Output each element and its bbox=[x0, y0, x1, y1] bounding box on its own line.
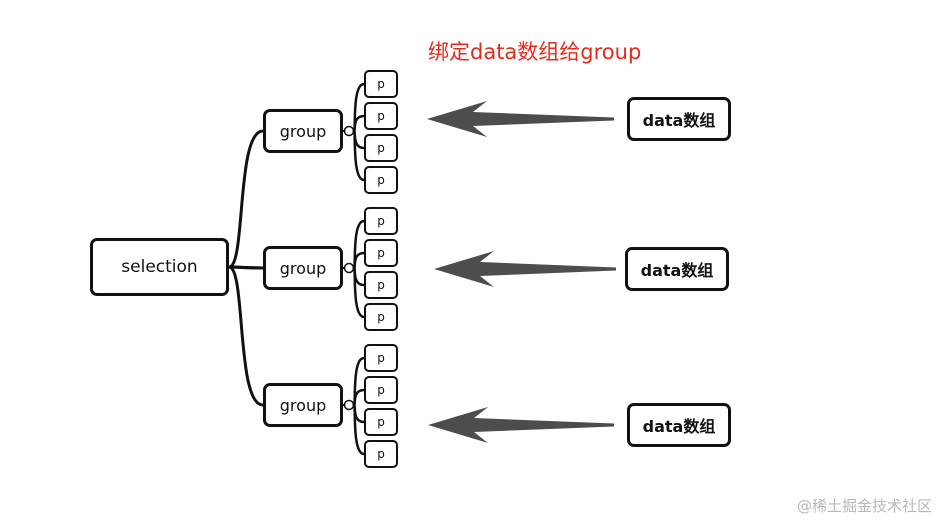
p-node: p bbox=[364, 440, 398, 468]
p-label: p bbox=[377, 109, 385, 123]
p-connector bbox=[352, 129, 366, 182]
root-connector bbox=[227, 265, 265, 407]
data-array-node: data数组 bbox=[625, 247, 729, 291]
connectors bbox=[227, 82, 366, 456]
p-node: p bbox=[364, 408, 398, 436]
watermark: @稀土掘金技术社区 bbox=[796, 497, 932, 515]
p-label: p bbox=[377, 246, 385, 260]
p-node: p bbox=[364, 70, 398, 98]
diagram-title: 绑定data数组给group bbox=[428, 40, 642, 64]
p-node: p bbox=[364, 376, 398, 404]
p-node: p bbox=[364, 207, 398, 235]
p-node: p bbox=[364, 134, 398, 162]
data-array-label: data数组 bbox=[642, 111, 716, 130]
root-connector bbox=[227, 265, 265, 270]
p-label: p bbox=[377, 447, 385, 461]
group-label: group bbox=[279, 121, 327, 141]
group-label: group bbox=[279, 258, 327, 278]
join-circle-icon bbox=[343, 262, 355, 274]
selection-label: selection bbox=[121, 257, 198, 277]
p-label: p bbox=[377, 415, 385, 429]
p-label: p bbox=[377, 173, 385, 187]
bind-arrow-icon bbox=[428, 407, 614, 443]
group-node: group bbox=[263, 109, 343, 153]
p-node: p bbox=[364, 102, 398, 130]
data-array-label: data数组 bbox=[642, 417, 716, 436]
group-node: group bbox=[263, 246, 343, 290]
p-node: p bbox=[364, 271, 398, 299]
p-label: p bbox=[377, 214, 385, 228]
p-node: p bbox=[364, 166, 398, 194]
join-circle-icon bbox=[343, 399, 355, 411]
root-connector bbox=[227, 129, 265, 269]
data-array-label: data数组 bbox=[640, 261, 714, 280]
data-array-node: data数组 bbox=[627, 97, 731, 141]
p-node: p bbox=[364, 239, 398, 267]
p-label: p bbox=[377, 383, 385, 397]
p-connector bbox=[352, 403, 366, 456]
p-label: p bbox=[377, 351, 385, 365]
join-circle-icon bbox=[343, 125, 355, 137]
group-label: group bbox=[279, 395, 327, 415]
bind-arrow-icon bbox=[434, 251, 616, 287]
p-connector bbox=[352, 266, 366, 319]
arrows bbox=[427, 101, 616, 443]
selection-node: selection bbox=[90, 238, 229, 296]
p-label: p bbox=[377, 77, 385, 91]
bind-arrow-icon bbox=[427, 101, 614, 137]
p-label: p bbox=[377, 141, 385, 155]
group-node: group bbox=[263, 383, 343, 427]
data-array-node: data数组 bbox=[627, 403, 731, 447]
p-node: p bbox=[364, 303, 398, 331]
p-label: p bbox=[377, 278, 385, 292]
p-node: p bbox=[364, 344, 398, 372]
p-label: p bbox=[377, 310, 385, 324]
